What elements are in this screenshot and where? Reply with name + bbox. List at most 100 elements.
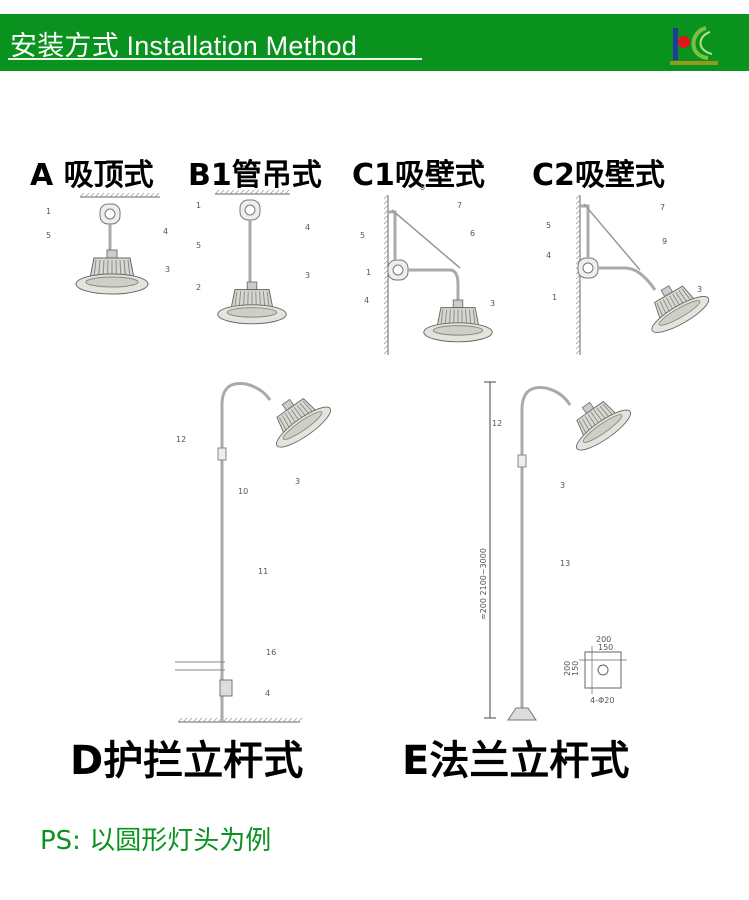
diagram-line [383,214,389,220]
diagram-line [89,192,95,198]
callout-number: 9 [662,237,667,246]
diagram-line [104,192,110,198]
diagram-line [84,192,90,198]
diagram-line [192,717,198,723]
dimension-label: 200 [563,661,572,676]
pipe [408,268,460,305]
callout-number: 12 [176,435,186,444]
diagram-line [242,717,248,723]
diagram-line [239,189,245,195]
diagram-line [575,339,581,345]
header-banner: 安装方式 Installation Method [0,14,749,71]
callout-number: 4 [364,296,369,305]
diagram-line [575,309,581,315]
junction-box [244,204,256,216]
diagram-line [383,254,389,260]
diagram-line [575,224,581,230]
method-e-label: E法兰立杆式 [402,738,630,784]
diagram-line [187,717,193,723]
method-b1-label: B1管吊式 [188,158,322,193]
diagram-line [139,192,145,198]
diagram-line [262,717,268,723]
diagram-line [383,309,389,315]
diagram-line [249,189,255,195]
method-d-label: D护拦立杆式 [70,738,304,784]
dimension-label: 4-Φ20 [590,696,614,705]
diagram-line [383,249,389,255]
diagram-line [383,274,389,280]
diagram-line [284,189,290,195]
company-logo [670,26,718,65]
callout-number: 3 [305,271,310,280]
pipe [220,381,272,722]
lamp-head-icon [576,401,632,451]
diagram-line [197,717,203,723]
diagram-line [383,219,389,225]
diagram-line [575,314,581,320]
diagram-line [575,239,581,245]
callout-number: 2 [196,283,201,292]
diagram-line [575,294,581,300]
callout-number: 3 [490,299,495,308]
diagram-line [149,192,155,198]
diagram-line [277,717,283,723]
callout-number: 1 [366,268,371,277]
diagram-line [383,229,389,235]
diagram-line [234,189,240,195]
diagram-line [383,339,389,345]
page-title: 安装方式 Installation Method [10,31,357,61]
note-text: PS: 以圆形灯头为例 [40,826,272,856]
diagram-line [257,717,263,723]
diagram-line [252,717,258,723]
pipe [520,385,572,715]
diagram-line [383,204,389,210]
diagram-line [224,189,230,195]
diagram-line [222,717,228,723]
diagram-line [383,199,389,205]
diagram-line [269,189,275,195]
diagram-line [575,334,581,340]
diagram-line [119,192,125,198]
callout-number: 7 [660,203,665,212]
pipe-coupling [517,454,527,468]
pipe [598,266,657,291]
diagram-line [383,349,389,355]
diagram-line [583,203,641,271]
diagram-line [383,279,389,285]
diagram-line [229,189,235,195]
lamp-head-icon [276,398,332,448]
diagram-line [383,319,389,325]
diagram-line [144,192,150,198]
diagram-line [219,189,225,195]
diagram-line [124,192,130,198]
callout-number: 5 [46,231,51,240]
diagram-line [575,279,581,285]
lamp-head-icon [217,281,287,325]
method-a-label: A 吸顶式 [30,158,154,193]
junction-box [582,262,594,274]
diagram-line [99,192,105,198]
diagram-line [114,192,120,198]
diagram-line [575,304,581,310]
diagram-line [575,319,581,325]
diagram-line [254,189,260,195]
diagram-line [391,209,461,269]
diagram-line [383,329,389,335]
diagram-line [383,239,389,245]
method-c2-label: C2吸壁式 [532,158,665,193]
diagram-line [202,717,208,723]
diagram-line [297,717,303,723]
diagram-line [237,717,243,723]
diagram-line [575,204,581,210]
callout-number: 3 [560,481,565,490]
diagram-line [94,192,100,198]
diagram-line [575,219,581,225]
diagram-line [575,299,581,305]
diagram-line [383,264,389,270]
lamp-head-icon [651,285,710,333]
diagram-line [575,209,581,215]
diagram-line [383,259,389,265]
callout-number: 3 [295,477,300,486]
pipe [388,210,397,260]
